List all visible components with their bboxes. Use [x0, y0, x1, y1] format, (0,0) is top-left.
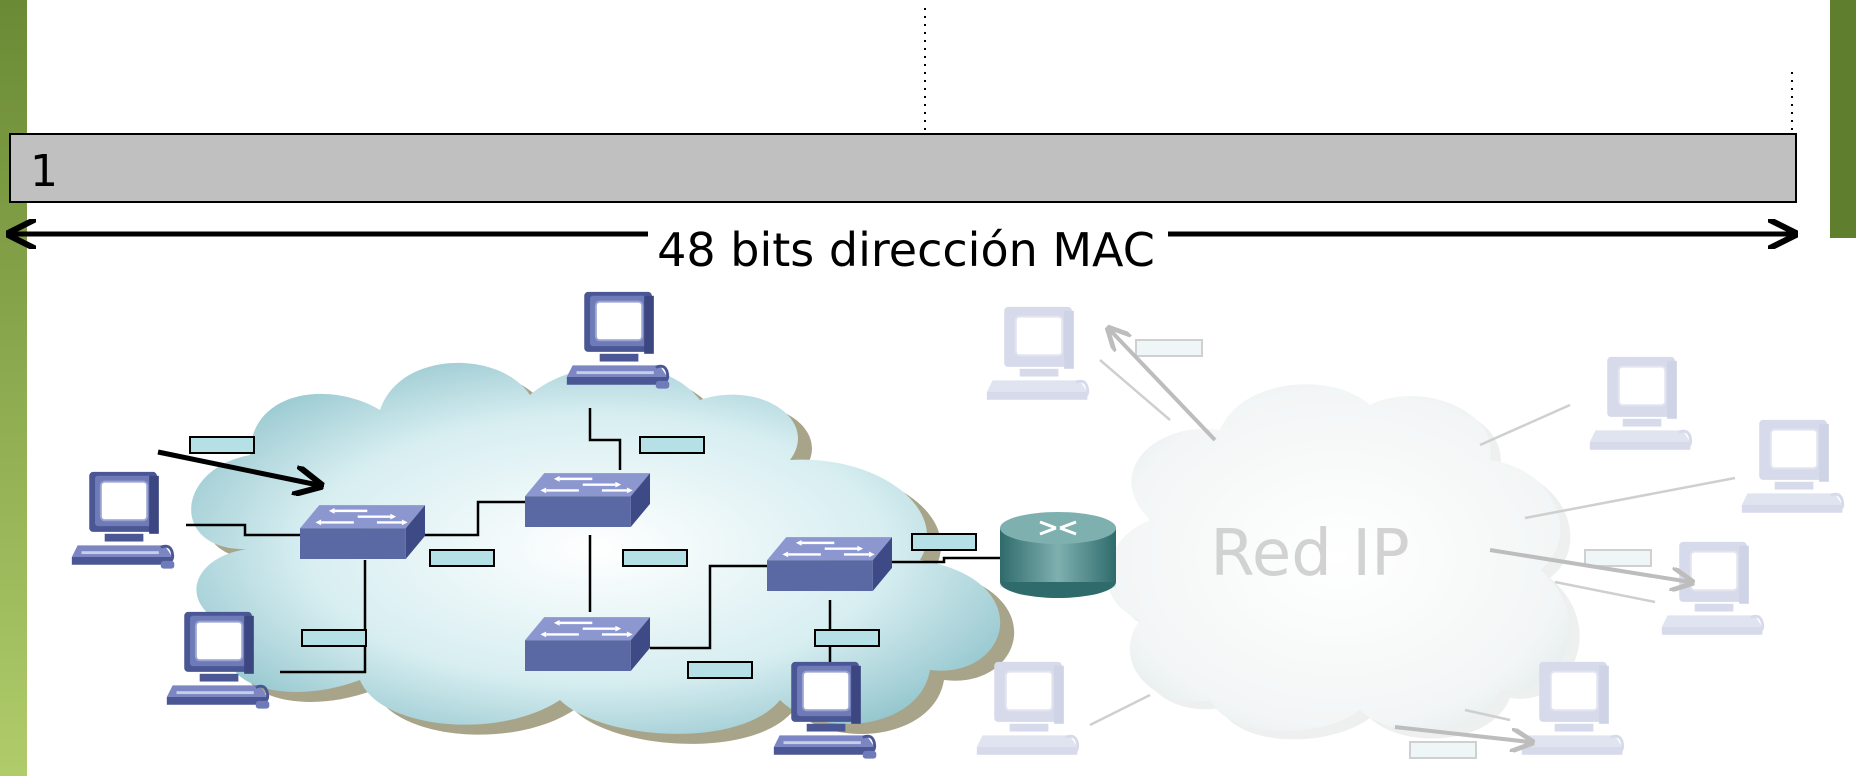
remote-pc-4-icon: [1660, 540, 1765, 637]
frame-tag: [189, 436, 255, 454]
frame-tag: [1409, 741, 1477, 759]
remote-pc-1-icon: [985, 305, 1090, 402]
frame-tag: [622, 549, 688, 567]
switch-4-icon: [767, 535, 892, 593]
pc-left-icon: [70, 470, 177, 571]
remote-frame-tags: [1135, 339, 1652, 759]
remote-pc-2-icon: [1588, 355, 1693, 452]
right-accent-stripe: [1830, 0, 1856, 238]
ip-side-links: [1089, 359, 1736, 727]
remote-pc-5-icon: [975, 660, 1080, 757]
ip-network-label: Red IP: [1210, 517, 1409, 591]
frame-tag: [814, 629, 880, 647]
frame-tag: [429, 549, 495, 567]
first-bit-value: 1: [30, 146, 58, 197]
switch-1-icon: [300, 503, 425, 561]
lan-cabling: [186, 408, 1000, 674]
frame-tag: [687, 661, 753, 679]
lan-cloud-icon: [191, 362, 1015, 744]
frame-tag: [911, 533, 977, 551]
switch-2-icon: [525, 471, 650, 529]
remote-frame-arrows: [1110, 330, 1690, 742]
switch-3-icon: [525, 615, 650, 673]
router-icon: [1000, 512, 1116, 598]
remote-pc-3-icon: [1740, 418, 1845, 515]
pc-top-icon: [565, 290, 672, 391]
left-accent-stripe: [0, 0, 27, 776]
frame-tag: [301, 629, 367, 647]
lan-frame-tags: [189, 436, 977, 679]
ip-network-cloud-icon: [1107, 384, 1580, 740]
mac-address-bar: [9, 133, 1797, 203]
mac-length-label: 48 bits dirección MAC: [657, 223, 1155, 277]
frame-arrival-arrow: [157, 449, 318, 485]
frame-tag: [639, 436, 705, 454]
frame-tag: [1135, 339, 1203, 357]
frame-tag: [1584, 549, 1652, 567]
